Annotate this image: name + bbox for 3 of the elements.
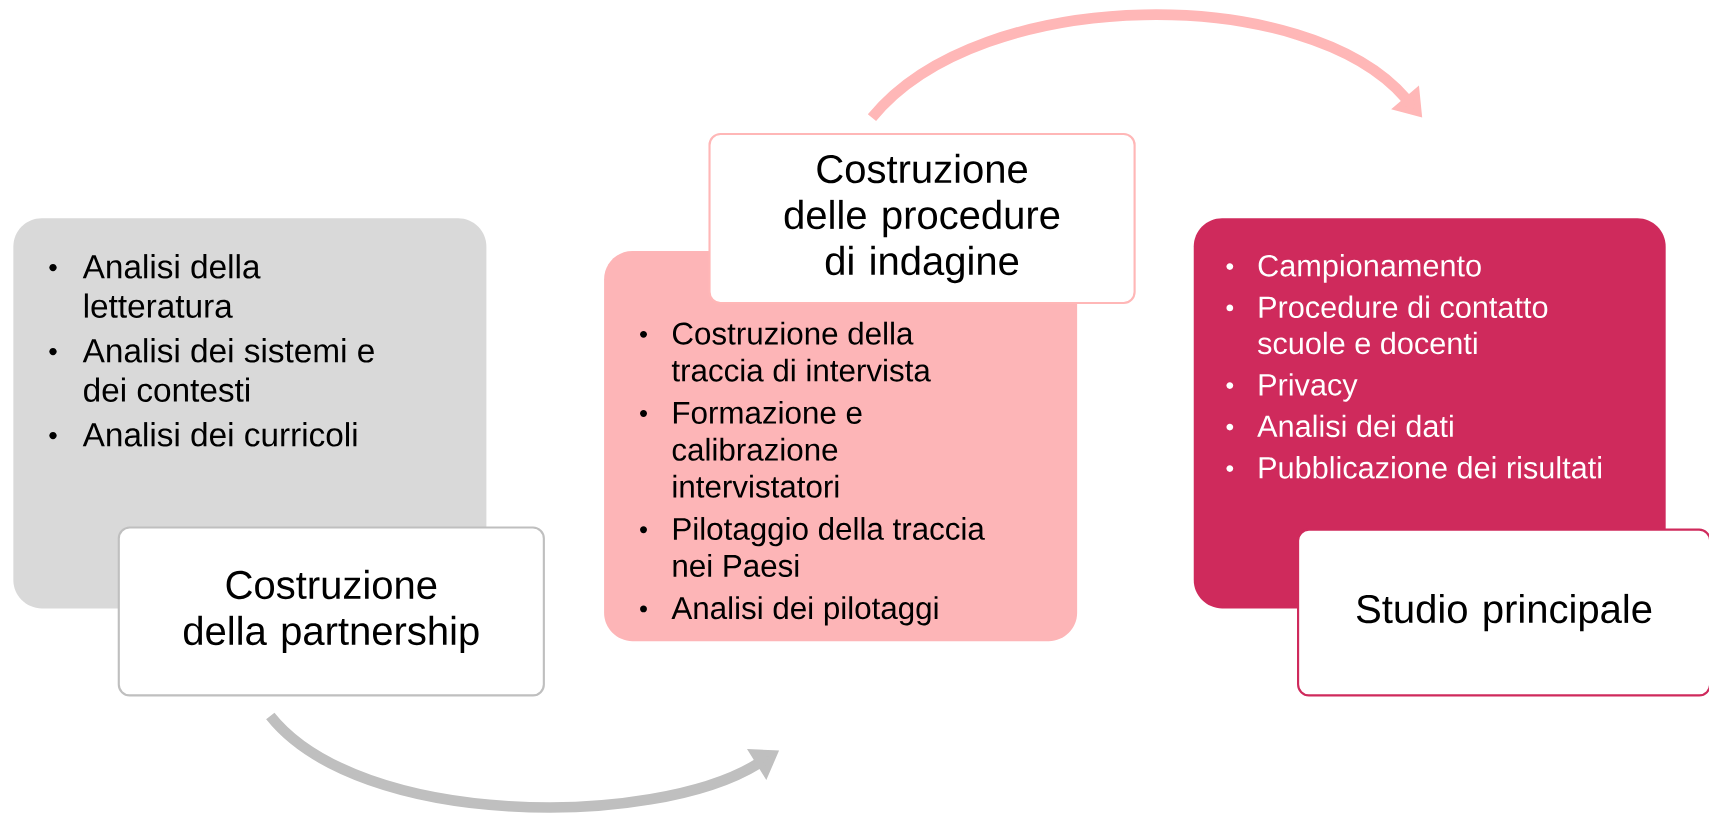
stage-title-box: Costruzione delle procedure di indagine (708, 133, 1136, 305)
stage-title-box: Costruzione della partnership (117, 526, 545, 697)
stage-title-box: Studio principale (1297, 528, 1709, 697)
